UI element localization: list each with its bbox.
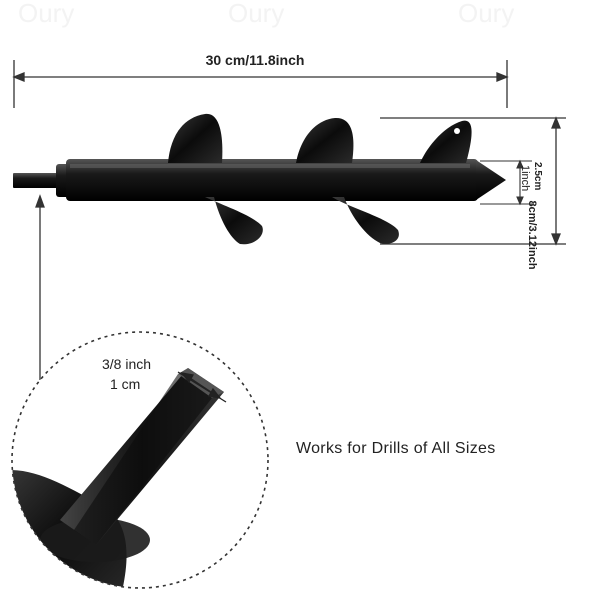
svg-text:Oury: Oury — [18, 0, 74, 28]
svg-text:Oury: Oury — [458, 0, 514, 28]
svg-text:Oury: Oury — [228, 0, 284, 28]
length-dimension-line — [12, 60, 509, 108]
shank-size-inch-label: 3/8 inch — [102, 356, 152, 372]
length-label: 30 cm/11.8inch — [205, 52, 305, 68]
shank-size-cm-label: 1 cm — [110, 376, 141, 392]
auger-bit — [13, 113, 506, 245]
zoom-pointer-arrow — [35, 194, 45, 380]
shaft-diameter-dimension-line — [480, 159, 532, 206]
compatibility-tagline: Works for Drills of All Sizes — [296, 440, 496, 457]
outer-diameter-dimension-line — [380, 116, 566, 246]
shank-size-dimension-arrow — [177, 371, 227, 403]
shank-zoom-circle — [11, 331, 269, 589]
shaft-diameter-inch-label: 1inch — [519, 165, 531, 192]
shaft-diameter-cm-label: 2.5cm — [532, 162, 543, 191]
